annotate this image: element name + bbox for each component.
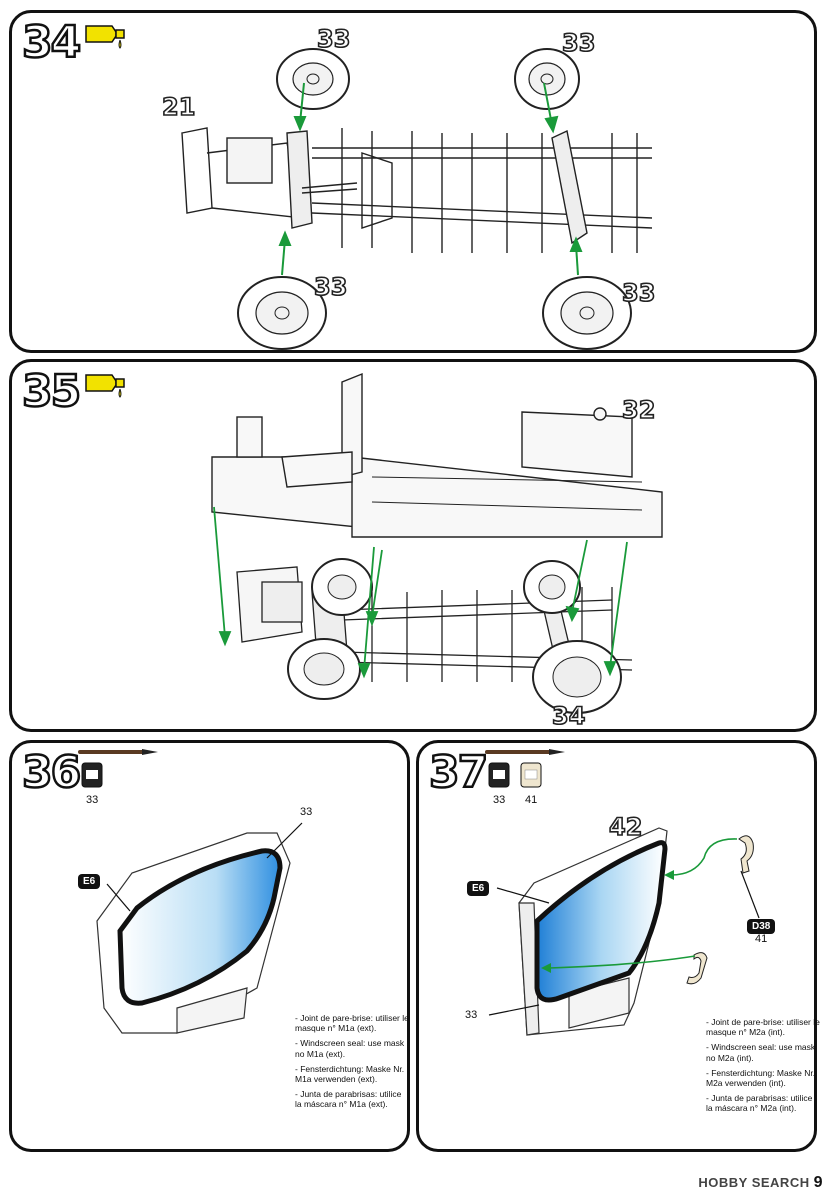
step-35-illustration: [85, 372, 663, 714]
step-number: 34: [21, 17, 83, 68]
step-34-panel: 34 33 33 33 33 21: [9, 10, 817, 353]
part-tag-e6: E6: [78, 874, 101, 889]
part-32-body: 32: [621, 396, 656, 424]
step-number: 36: [21, 747, 83, 798]
paint-label-33: 33: [493, 794, 506, 806]
step-36-panel: 36 33 E6 33 - Joint de pare-brise: utili…: [9, 740, 410, 1152]
step-36-illustration: [78, 749, 303, 1034]
step-number: 37: [428, 747, 490, 798]
instruction-notes: - Joint de pare-brise: utiliser le masqu…: [706, 1017, 821, 1119]
hinge-parts: [686, 835, 754, 985]
note-de: - Fensterdichtung: Maske Nr. M1a verwend…: [295, 1063, 405, 1084]
wheel-bottom-right: [542, 276, 632, 350]
paint-pot-33: [488, 762, 510, 788]
assembly-arrows: [213, 506, 628, 679]
wheel-rear-right-top: [523, 560, 581, 614]
part-34-chassis: 34: [551, 702, 586, 730]
wheel-bottom-left: [237, 276, 327, 350]
paint-label-41: 41: [525, 794, 538, 806]
note-en: - Windscreen seal: use mask no M2a (int)…: [706, 1042, 816, 1063]
brush-icon: [78, 749, 158, 755]
note-fr: - Joint de pare-brise: utiliser le masqu…: [295, 1013, 409, 1034]
part-tag-e6: E6: [467, 881, 490, 896]
wheel-top-left: [276, 48, 350, 110]
part-33-wheel-top-left: 33: [316, 25, 351, 53]
step-35-panel: 35 32 34: [9, 359, 817, 732]
paint-pot-41: [520, 762, 542, 788]
wheel-rear-top: [311, 558, 373, 616]
part-42-door: 42: [608, 813, 643, 841]
arrow-heads: [541, 870, 674, 973]
instruction-notes: - Joint de pare-brise: utiliser le masqu…: [295, 1013, 410, 1115]
paint-label-33: 33: [86, 794, 99, 806]
step-37-illustration: [485, 749, 760, 1036]
note-fr: - Joint de pare-brise: utiliser le masqu…: [706, 1017, 820, 1038]
wheel-front-bottom: [287, 638, 361, 700]
hinge-paint-41: 41: [755, 933, 768, 945]
door-glass: [534, 840, 668, 1003]
part-33-wheel-top-right: 33: [561, 29, 596, 57]
watermark-brand: HOBBY SEARCH: [698, 1175, 810, 1190]
part-33-wheel-bottom-left: 33: [313, 273, 348, 301]
leader-lines: [488, 870, 760, 1016]
glue-icon: [85, 374, 125, 398]
part-tag-d38: D38: [747, 919, 776, 934]
leader-lines: [106, 822, 303, 912]
brush-icon: [485, 749, 565, 755]
note-en: - Windscreen seal: use mask no M1a (ext)…: [295, 1038, 405, 1059]
assembly-arrows: [548, 838, 738, 969]
step-number: 35: [21, 366, 83, 417]
part-33-glass-label: 33: [300, 806, 313, 818]
body-assembly: [211, 372, 663, 538]
wheel-rear-bottom: [532, 640, 622, 714]
windscreen-glass: [117, 848, 283, 1006]
note-de: - Fensterdichtung: Maske Nr. M2a verwend…: [706, 1067, 816, 1088]
assembly-arrows: [278, 82, 583, 276]
part-33-seal-label: 33: [465, 1009, 478, 1021]
paint-pot-33: [81, 762, 103, 788]
chassis-frame: [181, 127, 653, 253]
note-es: - Junta de parabrisas: utilice la máscar…: [706, 1093, 813, 1114]
glue-icon: [85, 25, 125, 49]
part-33-wheel-bottom-right: 33: [621, 279, 656, 307]
part-21-chassis: 21: [161, 93, 196, 121]
step-37-panel: 37 33 41 42 E6 33 D38 41 - Joint de pare…: [416, 740, 820, 1152]
step-34-illustration: [85, 25, 653, 350]
page-number: 9: [813, 1174, 823, 1191]
note-es: - Junta de parabrisas: utilice la máscar…: [295, 1089, 402, 1110]
